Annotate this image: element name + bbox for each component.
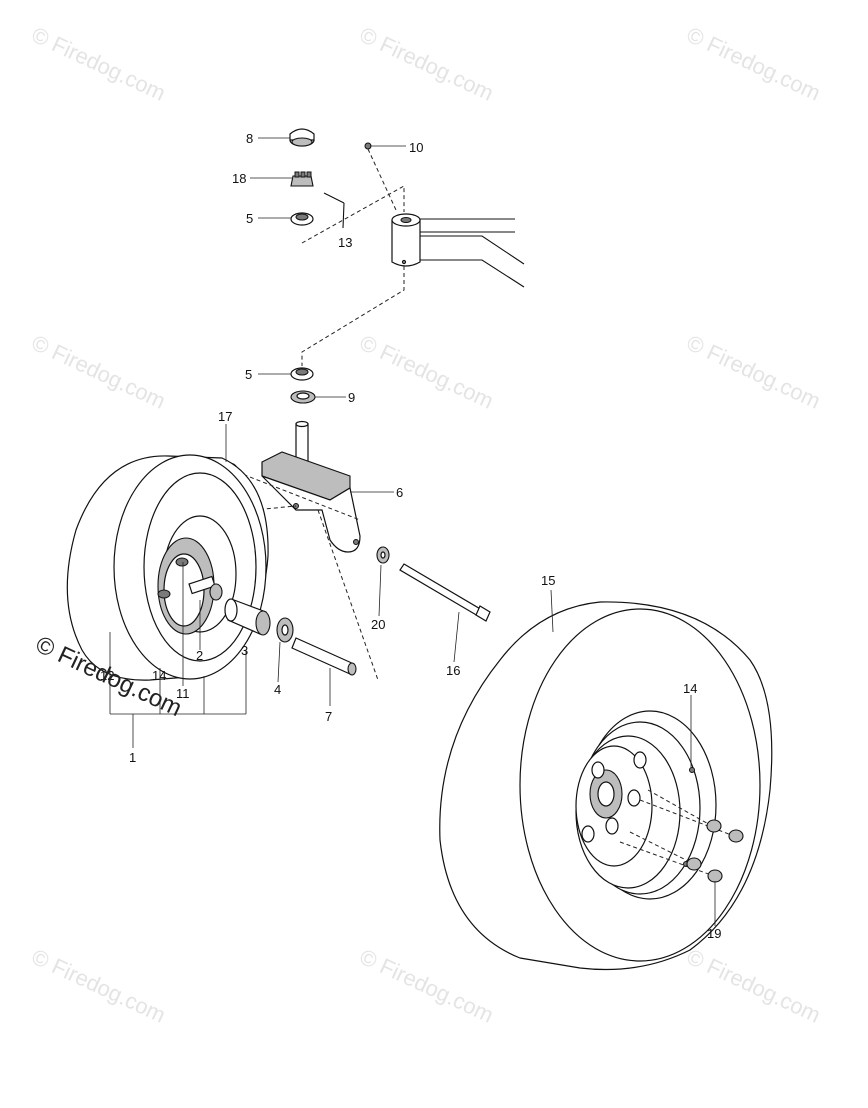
callout-8: 8 — [246, 131, 253, 146]
callout-17: 17 — [218, 409, 232, 424]
rear-wheel-15 — [439, 601, 773, 971]
callout-14-front: 14 — [152, 668, 166, 683]
callout-13: 13 — [338, 235, 352, 250]
callout-5-upper: 5 — [246, 211, 253, 226]
watermark-tile: © Firedog.com — [356, 944, 498, 1028]
callout-15: 15 — [541, 573, 555, 588]
axle-bolt-16 — [399, 563, 491, 622]
watermark-tile: © Firedog.com — [683, 944, 825, 1028]
dust-cap-8 — [289, 128, 315, 147]
washer-20 — [376, 546, 390, 564]
callout-labels: 8 18 5 13 10 5 9 17 6 20 16 7 4 3 2 14 1… — [100, 131, 721, 941]
watermark-tile: © Firedog.com — [356, 22, 498, 106]
callout-3: 3 — [241, 643, 248, 658]
watermark-tile: © Firedog.com — [683, 22, 825, 106]
lug-nuts-19 — [619, 789, 744, 883]
leader-lines — [109, 137, 716, 926]
callout-19: 19 — [707, 926, 721, 941]
watermark-tile: © Firedog.com — [28, 22, 170, 106]
sleeve-7 — [291, 637, 357, 676]
callout-1: 1 — [129, 750, 136, 765]
callout-4: 4 — [274, 682, 281, 697]
callout-10: 10 — [409, 140, 423, 155]
watermark-tile: © Firedog.com — [356, 330, 498, 414]
callout-7: 7 — [325, 709, 332, 724]
watermark-tile: © Firedog.com — [28, 944, 170, 1028]
pivot-tube-frame — [391, 213, 525, 288]
callout-20: 20 — [371, 617, 385, 632]
watermark-tile: © Firedog.com — [683, 330, 825, 414]
bearing-5-lower — [290, 367, 314, 381]
callout-18: 18 — [232, 171, 246, 186]
callout-16: 16 — [446, 663, 460, 678]
callout-14-rear: 14 — [683, 681, 697, 696]
callout-6: 6 — [396, 485, 403, 500]
callout-2: 2 — [196, 648, 203, 663]
callout-5-lower: 5 — [245, 367, 252, 382]
callout-12: 12 — [100, 668, 114, 683]
callout-9: 9 — [348, 390, 355, 405]
callout-11: 11 — [176, 686, 190, 701]
caster-fork-6 — [261, 420, 361, 553]
castle-nut-18 — [290, 171, 314, 187]
washer-4 — [276, 617, 294, 643]
seal-9 — [290, 390, 316, 404]
spacer-3 — [224, 598, 271, 636]
cotter-pin-13 — [323, 192, 345, 229]
caster-wheel-assembly — [66, 454, 269, 681]
bearing-5-upper — [290, 212, 314, 226]
watermark-tile: © Firedog.com — [28, 330, 170, 414]
